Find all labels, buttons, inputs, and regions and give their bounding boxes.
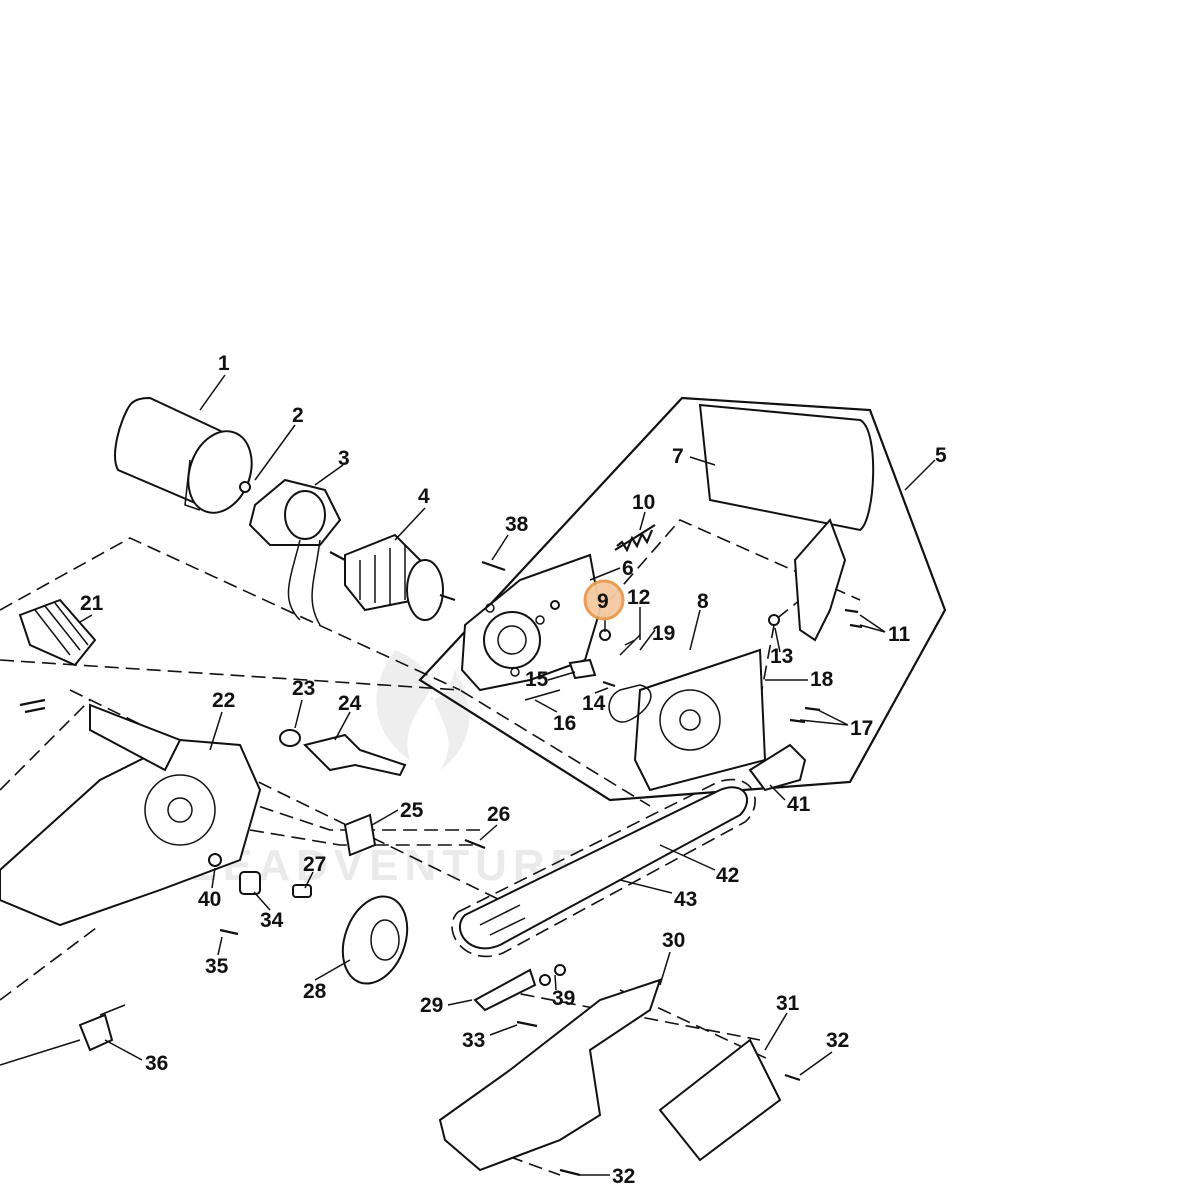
label-15[interactable]: 15 — [525, 668, 549, 691]
label-12[interactable]: 12 — [627, 586, 650, 609]
bar-plate — [473, 968, 537, 1012]
label-38[interactable]: 38 — [505, 513, 529, 536]
label-26[interactable]: 26 — [487, 803, 510, 826]
watermark: LEADVENTURE — [190, 650, 580, 890]
label-22[interactable]: 22 — [212, 689, 235, 712]
label-2[interactable]: 2 — [292, 404, 304, 427]
bushing — [208, 853, 222, 867]
label-11[interactable]: 11 — [888, 623, 911, 646]
label-40[interactable]: 40 — [198, 888, 221, 911]
grip — [18, 598, 97, 667]
label-5[interactable]: 5 — [935, 444, 947, 467]
label-6[interactable]: 6 — [622, 557, 634, 580]
sprocket — [341, 895, 409, 985]
spring — [614, 524, 656, 553]
switch-plate — [343, 813, 377, 857]
cable-switch — [0, 1004, 126, 1066]
label-34[interactable]: 34 — [260, 909, 284, 932]
label-35[interactable]: 35 — [205, 955, 229, 978]
label-4[interactable]: 4 — [418, 485, 430, 508]
label-8[interactable]: 8 — [697, 590, 709, 613]
label-19[interactable]: 19 — [652, 622, 675, 645]
label-36[interactable]: 36 — [145, 1052, 168, 1075]
tensioner — [748, 743, 807, 792]
stator — [248, 478, 342, 626]
motor-housing — [114, 396, 253, 514]
hand-guard — [698, 403, 875, 642]
armature — [329, 533, 456, 621]
label-10[interactable]: 10 — [632, 491, 655, 514]
label-14[interactable]: 14 — [582, 692, 606, 715]
label-25[interactable]: 25 — [400, 799, 424, 822]
label-7[interactable]: 7 — [672, 445, 684, 468]
label-41[interactable]: 41 — [787, 793, 811, 816]
coupling — [239, 871, 261, 895]
washer — [239, 481, 251, 493]
label-18[interactable]: 18 — [810, 668, 834, 691]
label-23[interactable]: 23 — [292, 677, 315, 700]
saw-chain — [451, 778, 756, 958]
label-28[interactable]: 28 — [303, 980, 327, 1003]
gear-cover — [633, 648, 767, 792]
label-39[interactable]: 39 — [552, 987, 575, 1010]
housing-panel — [418, 396, 947, 802]
lower-guard — [438, 978, 662, 1172]
lever — [303, 733, 407, 777]
label-30[interactable]: 30 — [662, 929, 685, 952]
label-3[interactable]: 3 — [338, 447, 350, 470]
part-labels: 1 2 3 4 5 6 7 8 9 10 11 12 13 14 15 16 1… — [80, 352, 947, 1188]
label-29[interactable]: 29 — [420, 994, 443, 1017]
cap — [279, 729, 301, 747]
label-27[interactable]: 27 — [303, 853, 326, 876]
label-21[interactable]: 21 — [80, 592, 104, 615]
leader-lines — [79, 374, 936, 1176]
label-13[interactable]: 13 — [770, 645, 793, 668]
side-cover — [658, 1038, 782, 1162]
screws — [19, 560, 863, 1177]
o-ring — [608, 684, 652, 723]
label-31[interactable]: 31 — [776, 992, 800, 1015]
label-1[interactable]: 1 — [218, 352, 230, 375]
label-33[interactable]: 33 — [462, 1029, 485, 1052]
label-17[interactable]: 17 — [850, 717, 873, 740]
label-42[interactable]: 42 — [716, 864, 739, 887]
sleeve — [292, 884, 312, 898]
highlight-marker — [583, 579, 625, 621]
label-43[interactable]: 43 — [674, 888, 697, 911]
main-housing — [0, 703, 262, 927]
label-32[interactable]: 32 — [612, 1165, 635, 1188]
label-24[interactable]: 24 — [338, 692, 362, 715]
label-16[interactable]: 16 — [553, 712, 576, 735]
label-32[interactable]: 32 — [826, 1029, 849, 1052]
label-9[interactable]: 9 — [597, 590, 609, 613]
